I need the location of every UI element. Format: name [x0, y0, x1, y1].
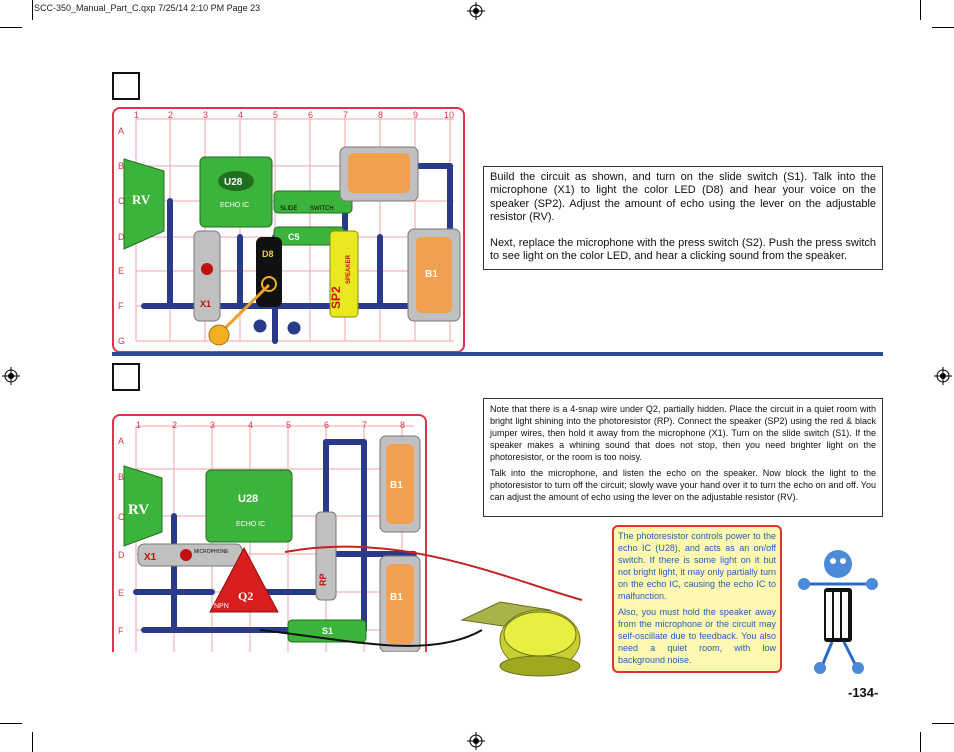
b1-top-label: B1	[390, 480, 403, 491]
row-label: A	[118, 436, 124, 446]
column-label: 3	[203, 110, 208, 120]
column-label: 5	[273, 110, 278, 120]
crop-mark	[920, 732, 921, 752]
microphone-x1	[193, 230, 221, 322]
b1-label: B1	[425, 269, 438, 280]
column-label: 10	[444, 110, 454, 120]
crop-mark	[0, 27, 22, 28]
rv-label: RV	[128, 502, 149, 518]
c5-label: C5	[288, 232, 300, 242]
row-label: F	[118, 626, 124, 636]
external-speaker	[259, 545, 583, 677]
s1-label: S1	[322, 626, 333, 636]
note-para-2: Also, you must hold the speaker away fro…	[618, 607, 776, 665]
circuit-board-b: 1 2 3 4 5 6 7 8 A B C D E F RV U28 ECHO …	[112, 414, 427, 652]
instructions-a: Build the circuit as shown, and turn on …	[483, 166, 883, 270]
column-label: 2	[168, 110, 173, 120]
project-number-box	[112, 72, 140, 100]
column-label: 6	[324, 420, 329, 430]
row-label: D	[118, 232, 125, 242]
u28-label: U28	[224, 177, 243, 188]
q2-label: Q2	[238, 589, 253, 603]
speaker-sp2	[329, 230, 359, 318]
echo-ic-u28	[199, 156, 273, 228]
speaker-label: SPEAKER	[346, 254, 352, 284]
npn-label: NPN	[214, 603, 229, 610]
section-divider	[112, 352, 883, 356]
project-number-box	[112, 363, 140, 391]
column-label: 8	[378, 110, 383, 120]
b1-bottom-label: B1	[390, 592, 403, 603]
crop-mark	[932, 27, 954, 28]
registration-mark-icon	[467, 732, 485, 750]
registration-mark-icon	[934, 367, 952, 385]
column-label: 3	[210, 420, 215, 430]
row-label: A	[118, 126, 124, 136]
echo-ic-u28	[205, 469, 293, 543]
crop-mark	[0, 723, 22, 724]
column-label: 5	[286, 420, 291, 430]
column-label: 7	[362, 420, 367, 430]
echo-ic-label: ECHO IC	[236, 521, 265, 528]
rp-label: RP	[318, 573, 328, 586]
crop-mark	[932, 723, 954, 724]
jumper-clip	[208, 324, 230, 346]
row-label: E	[118, 266, 124, 276]
row-label: C	[118, 196, 125, 206]
sp2-label: SP2	[329, 286, 343, 309]
adjustable-resistor-rv	[123, 158, 165, 250]
x1-label: X1	[200, 299, 211, 309]
rv-label: RV	[132, 192, 151, 207]
row-label: C	[118, 512, 125, 522]
column-label: 2	[172, 420, 177, 430]
instructions-b-para-2: Talk into the microphone, and listen the…	[490, 468, 876, 502]
row-label: B	[118, 472, 124, 482]
row-label: B	[118, 161, 124, 171]
page-number: -134-	[848, 685, 879, 700]
file-slug: SCC-350_Manual_Part_C.qxp 7/25/14 2:10 P…	[34, 3, 261, 13]
crop-mark	[32, 732, 33, 752]
column-label: 9	[413, 110, 418, 120]
column-label: 4	[238, 110, 243, 120]
circuit-board-a: 1 2 3 4 5 6 7 8 9 10 A B C D E F G RV	[112, 107, 465, 353]
circuit-diagram-a: 1 2 3 4 5 6 7 8 9 10 A B C D E F G RV	[118, 110, 461, 346]
mascot-icon	[798, 550, 878, 674]
column-label: 4	[248, 420, 253, 430]
row-label: E	[118, 588, 124, 598]
crop-mark	[920, 0, 921, 20]
row-label: F	[118, 301, 124, 311]
s1-switch-label: SWITCH	[310, 206, 334, 212]
crop-mark	[32, 0, 33, 20]
instructions-a-para-2: Next, replace the microphone with the pr…	[490, 237, 876, 263]
column-label: 1	[136, 420, 141, 430]
instructions-a-para-1: Build the circuit as shown, and turn on …	[490, 171, 876, 223]
row-label: G	[118, 336, 125, 346]
column-label: 6	[308, 110, 313, 120]
registration-mark-icon	[467, 2, 485, 20]
registration-mark-icon	[2, 367, 20, 385]
circuit-diagram-b: 1 2 3 4 5 6 7 8 A B C D E F RV U28 ECHO …	[118, 420, 421, 652]
color-led-d8	[256, 237, 282, 307]
microphone-label: MICROPHONE	[194, 549, 229, 555]
note-para-1: The photoresistor controls power to the …	[618, 531, 776, 601]
s1-slide-label: SLIDE	[280, 206, 297, 212]
instructions-b-para-1: Note that there is a 4-snap wire under Q…	[490, 404, 876, 462]
d8-label: D8	[262, 249, 274, 259]
u28-label: U28	[238, 493, 258, 505]
instructions-b: Note that there is a 4-snap wire under Q…	[483, 398, 883, 517]
column-label: 7	[343, 110, 348, 120]
note-box: The photoresistor controls power to the …	[612, 525, 782, 673]
column-label: 1	[134, 110, 139, 120]
transistor-q2	[209, 546, 279, 613]
x1-label: X1	[144, 552, 157, 563]
photoresistor-rp	[315, 511, 337, 601]
adjustable-resistor-rv	[123, 465, 163, 547]
row-label: D	[118, 550, 125, 560]
slide-switch-s1	[273, 190, 353, 214]
column-label: 8	[400, 420, 405, 430]
echo-ic-label: ECHO IC	[220, 202, 249, 209]
